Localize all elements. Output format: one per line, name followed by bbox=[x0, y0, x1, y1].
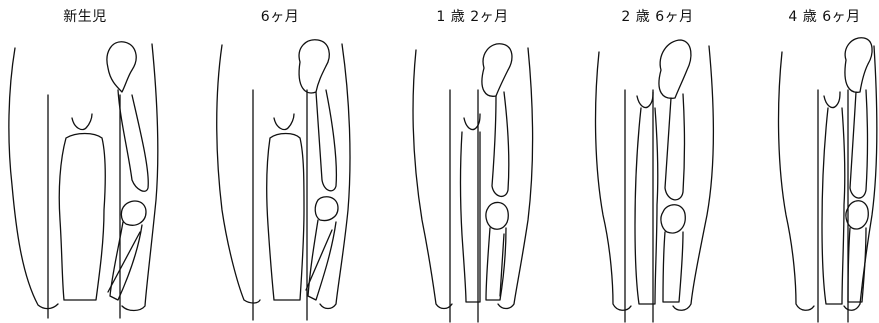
pelvis-cup bbox=[72, 114, 92, 130]
cross-section-bone bbox=[635, 108, 658, 304]
leg-outline-right bbox=[844, 46, 877, 310]
panel-1-year-2-months: 1 歳 2ヶ月 bbox=[400, 0, 545, 323]
leg-illustration-1-year-2-months bbox=[400, 0, 545, 323]
knee-bone bbox=[121, 201, 146, 225]
leg-outline-right bbox=[122, 44, 158, 311]
leg-outline-right bbox=[673, 46, 713, 310]
leg-outline-left bbox=[9, 48, 58, 309]
cross-section-bone bbox=[822, 108, 845, 304]
femur-head bbox=[299, 40, 329, 93]
knee-bone bbox=[315, 197, 338, 221]
femur-head bbox=[659, 40, 691, 98]
cross-section-bone bbox=[59, 134, 105, 301]
fibula bbox=[108, 232, 140, 292]
pelvis-cup bbox=[824, 92, 840, 108]
femur-head bbox=[845, 38, 872, 93]
femur-shaft bbox=[316, 90, 336, 191]
leg-illustration-4-years-6-months bbox=[770, 0, 879, 323]
pelvis-cup bbox=[274, 114, 294, 130]
tibia bbox=[848, 228, 866, 302]
femur-head bbox=[482, 44, 512, 97]
leg-outline-left bbox=[413, 50, 452, 309]
cross-section-bone bbox=[267, 134, 304, 301]
femur-shaft bbox=[850, 90, 868, 198]
knee-bone bbox=[486, 202, 508, 229]
tibia bbox=[486, 228, 506, 300]
knee-bone bbox=[846, 201, 868, 229]
pelvis-cup bbox=[637, 92, 653, 108]
knee-bone bbox=[661, 205, 685, 233]
panel-newborn: 新生児 bbox=[0, 0, 170, 323]
leg-outline-left bbox=[779, 52, 814, 310]
panel-4-years-6-months: 4 歳 6ヶ月 bbox=[770, 0, 879, 323]
femur-head bbox=[107, 42, 136, 92]
leg-outline-right bbox=[498, 48, 533, 309]
cross-section-bone bbox=[461, 132, 481, 302]
panel-6-months: 6ヶ月 bbox=[200, 0, 360, 323]
tibia bbox=[110, 222, 142, 300]
femur-shaft bbox=[118, 90, 148, 191]
femur-shaft bbox=[665, 94, 685, 200]
leg-outline-right bbox=[320, 44, 350, 309]
leg-illustration-6-months bbox=[200, 0, 360, 323]
panel-2-years-6-months: 2 歳 6ヶ月 bbox=[585, 0, 730, 323]
tibia bbox=[663, 232, 683, 302]
leg-illustration-2-years-6-months bbox=[585, 0, 730, 323]
leg-illustration-newborn bbox=[0, 0, 170, 323]
femur-shaft bbox=[492, 92, 509, 196]
leg-outline-left bbox=[596, 52, 631, 310]
